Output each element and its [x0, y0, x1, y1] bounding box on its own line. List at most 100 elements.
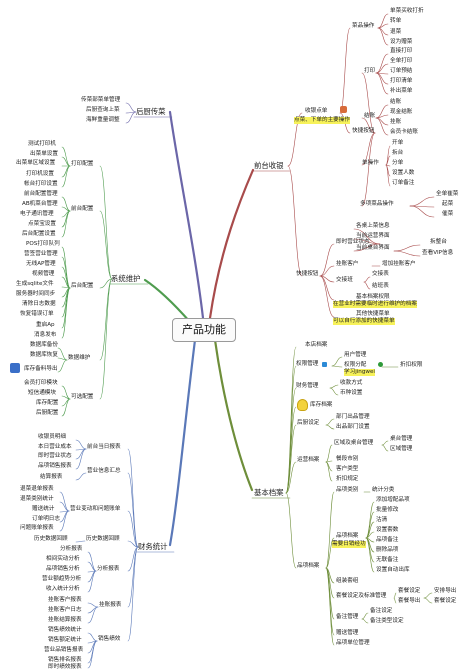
price-mgmt-item[interactable]: 套餐导出	[398, 598, 421, 604]
item-sub-item[interactable]: 删除品项	[376, 547, 399, 553]
front-config-item[interactable]: 前台配置管理	[24, 191, 58, 197]
topic-finance-stats[interactable]: 财务统计	[138, 542, 168, 551]
backend-item[interactable]: 后厨查询上菜	[86, 107, 120, 113]
change-item[interactable]: 退菜类别统计	[20, 496, 54, 502]
credit-report-item[interactable]: 挂账结算报表	[48, 617, 82, 623]
archive-permission-group[interactable]: 基本档案权限	[356, 294, 390, 300]
print-config-item[interactable]: 出菜单设置	[30, 151, 58, 157]
print-config-item[interactable]: 测试打印机	[28, 141, 56, 147]
ops-archive-group[interactable]: 运营档案	[297, 457, 320, 463]
single-op-item[interactable]: 拆台	[392, 150, 404, 156]
back-config-item[interactable]: 生成sqlite文件	[16, 281, 54, 287]
shift-item[interactable]: 结班表	[372, 283, 389, 289]
optional-config-item[interactable]: 会员打印模块	[24, 380, 58, 386]
multi-op-item[interactable]: 全单崔菜	[436, 191, 459, 197]
item-sub-item[interactable]: 品项备注	[376, 537, 399, 543]
stock-archive[interactable]: 库存档案	[310, 402, 333, 408]
permission-item[interactable]: 用户管理	[344, 352, 367, 358]
area-table-item[interactable]: 桌台管理	[390, 436, 413, 442]
single-op-item[interactable]: 设置人数	[392, 170, 415, 176]
optional-config-item[interactable]: 短信通模块	[28, 390, 56, 396]
item-category[interactable]: 品项类别	[336, 487, 359, 493]
credit-customer-group[interactable]: 挂账客户	[336, 261, 359, 267]
credit-report-item[interactable]: 挂账客户报表	[48, 597, 82, 603]
back-config-item[interactable]: 服务器时间同步	[16, 291, 56, 297]
kitchen-setting-group[interactable]: 后厨设定	[297, 420, 320, 426]
print-item[interactable]: 补出菜单	[390, 88, 413, 94]
permission-item[interactable]: 权限分配	[344, 362, 367, 368]
multi-op-item[interactable]: 起菜	[442, 201, 454, 207]
price-mgmt-item[interactable]: 套餐设定	[398, 588, 421, 594]
table-item[interactable]: 查看VIP信息	[422, 250, 454, 256]
discount-permission[interactable]: 折扣权限	[400, 362, 423, 368]
front-config-item[interactable]: 后台配置设置	[22, 231, 56, 237]
back-config-item[interactable]: 清除日志数据	[22, 301, 56, 307]
unit-mgmt[interactable]: 品项单位管理	[336, 640, 370, 646]
analysis-item[interactable]: 收入统计分析	[46, 586, 80, 592]
status-group[interactable]: 即时营业状态	[336, 239, 370, 245]
data-maint-item[interactable]: 数据库恢复	[30, 352, 58, 358]
area-table-group[interactable]: 区域及桌台管理	[334, 440, 374, 446]
item-sub-item[interactable]: 设置套数	[376, 527, 399, 533]
change-group[interactable]: 营业变动和问题账单	[70, 506, 121, 512]
credit-report-item[interactable]: 挂账客户日志	[48, 607, 82, 613]
analysis-group[interactable]: 分析报表	[97, 566, 120, 572]
settle-item[interactable]: 结账	[390, 99, 402, 105]
set-item[interactable]: 组装套组	[336, 578, 359, 584]
credit-report-group[interactable]: 挂账报表	[99, 602, 122, 608]
remark-mgmt-item[interactable]: 备注类型设定	[370, 618, 404, 624]
change-item[interactable]: 问题账单报表	[20, 525, 54, 531]
history-item[interactable]: 历史数据回顾	[34, 536, 68, 542]
topic-front-cashier[interactable]: 前台收银	[254, 161, 284, 170]
summary-group[interactable]: 营业信息汇总	[87, 468, 121, 474]
optional-config-group[interactable]: 可选配置	[71, 394, 94, 400]
finance-mgmt-group[interactable]: 财务管理	[296, 383, 319, 389]
dish-op-item[interactable]: 转单	[390, 18, 402, 24]
ops-item[interactable]: 客户类型	[336, 466, 359, 472]
permission-group[interactable]: 权限管理	[296, 361, 319, 367]
print-item[interactable]: 打印清单	[390, 78, 413, 84]
dish-op-item[interactable]: 设为赠菜	[390, 39, 413, 45]
change-item[interactable]: 赠送统计	[32, 506, 55, 512]
status-item[interactable]: 各桌上菜信息	[356, 223, 390, 229]
topic-system-maintenance[interactable]: 系统维护	[111, 274, 141, 283]
fast-button-group[interactable]: 快捷按钮	[352, 128, 375, 134]
back-config-item[interactable]: 营签营业管理	[24, 251, 58, 257]
perf-item[interactable]: 即时绩效报表	[48, 664, 82, 670]
single-op-group[interactable]: 单操作	[362, 160, 379, 166]
settle-item[interactable]: 会员卡结账	[390, 129, 418, 135]
back-config-group[interactable]: 后台配置	[71, 283, 94, 289]
item-archive-group[interactable]: 品项档案	[297, 563, 320, 569]
data-maint-item[interactable]: 库存备料导出	[24, 366, 58, 372]
item-stat-class[interactable]: 统计分类	[372, 487, 395, 493]
single-op-item[interactable]: 分单	[392, 160, 404, 166]
back-config-item[interactable]: 消息发布	[34, 332, 57, 338]
daily-report-item[interactable]: 品项销售报表	[38, 463, 72, 469]
back-config-item[interactable]: 重启Ap	[36, 322, 55, 328]
back-config-item[interactable]: 视频管理	[32, 271, 55, 277]
dish-op-item[interactable]: 退菜	[390, 29, 402, 35]
single-op-item[interactable]: 订单备注	[392, 180, 415, 186]
analysis-item[interactable]: 营业额趋势分析	[42, 576, 82, 582]
dish-op-item[interactable]: 单菜买收打折	[390, 8, 424, 14]
ops-item[interactable]: 折扣规定	[336, 476, 359, 482]
fast-button-bottom[interactable]: 快捷按钮	[296, 271, 319, 277]
item-archive-sub[interactable]: 品项档案	[336, 533, 359, 539]
topic-basic-archive[interactable]: 基本档案	[254, 488, 284, 497]
back-config-item[interactable]: 恢复错误订单	[20, 311, 54, 317]
gift-mgmt[interactable]: 赠送管理	[336, 630, 359, 636]
front-config-group[interactable]: 前台配置	[71, 206, 94, 212]
receipt-group[interactable]: 收银点单	[305, 108, 328, 114]
ops-item[interactable]: 餐段市别	[336, 456, 359, 462]
perf-group[interactable]: 销售绩效	[98, 636, 121, 642]
shift-item[interactable]: 交接表	[372, 271, 389, 277]
remark-mgmt-group[interactable]: 备注管理	[336, 614, 359, 620]
settle-item[interactable]: 挂账	[390, 119, 402, 125]
backend-item[interactable]: 传菜部菜单管理	[81, 97, 121, 103]
front-config-item[interactable]: 电子通讯管理	[20, 211, 54, 217]
item-sub-item[interactable]: 无联备注	[376, 557, 399, 563]
perf-item[interactable]: 销售额定统计	[48, 637, 82, 643]
summary-item[interactable]: 结算报表	[40, 474, 63, 480]
analysis-item[interactable]: 相间实动分析	[46, 556, 80, 562]
kitchen-setting-item[interactable]: 出品部门设置	[336, 424, 370, 430]
